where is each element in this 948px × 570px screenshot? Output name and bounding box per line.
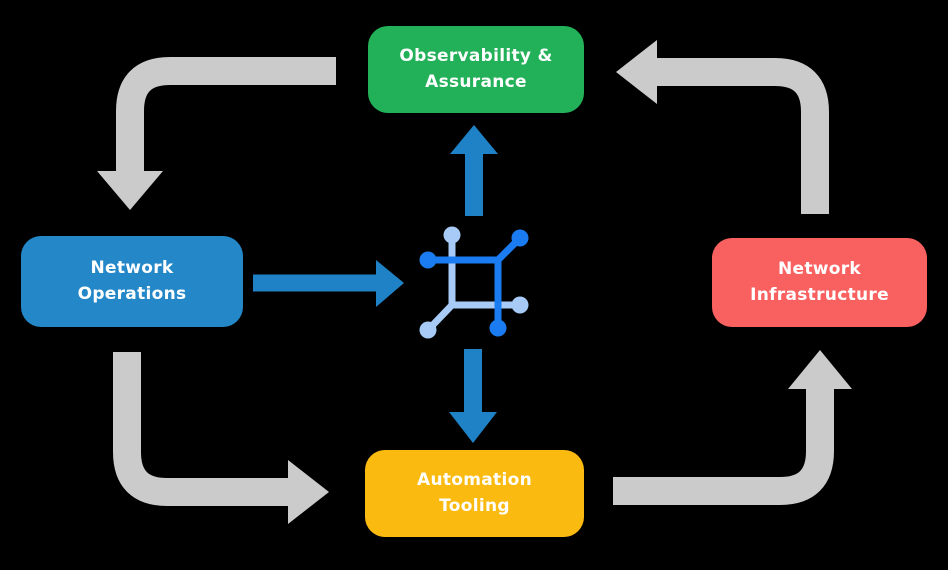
- arrow-head-up: [788, 350, 852, 389]
- mesh-node-left: [419, 251, 437, 269]
- arrow-infrastructure-to-observability: [616, 40, 829, 214]
- mesh-node-top-right: [511, 229, 529, 247]
- arrow-shaft: [116, 57, 336, 172]
- node-label: Automation Tooling: [417, 470, 532, 516]
- node-network-infrastructure: Network Infrastructure: [712, 238, 927, 327]
- arrow-shaft: [613, 389, 834, 505]
- mesh-node-top: [443, 226, 461, 244]
- mesh-node-bottom: [489, 319, 507, 337]
- mesh-node-bottom-left: [419, 321, 437, 339]
- arrow-center-to-observability: [450, 125, 498, 216]
- arrow-operations-to-automation: [113, 352, 329, 524]
- arrow-head-left: [616, 40, 657, 104]
- arrow-head-up: [450, 125, 498, 154]
- node-label: Network Infrastructure: [750, 259, 889, 305]
- arrow-shaft: [113, 352, 288, 506]
- arrow-observability-to-operations: [97, 57, 336, 210]
- arrow-head-right: [376, 260, 404, 307]
- arrow-automation-to-infrastructure: [613, 350, 852, 505]
- node-label: Observability & Assurance: [399, 46, 553, 92]
- arrow-head-down: [97, 171, 163, 210]
- node-observability-assurance: Observability & Assurance: [368, 26, 584, 113]
- mesh-node-right: [511, 296, 529, 314]
- arrow-head-right: [288, 460, 329, 524]
- arrow-shaft: [657, 58, 829, 214]
- node-network-operations: Network Operations: [21, 236, 243, 327]
- arrow-center-to-automation: [449, 349, 497, 443]
- arrow-operations-to-center: [253, 260, 404, 307]
- arrow-head-down: [449, 412, 497, 443]
- node-automation-tooling: Automation Tooling: [365, 450, 584, 537]
- network-mesh-icon: [419, 226, 529, 339]
- node-label: Network Operations: [77, 258, 187, 304]
